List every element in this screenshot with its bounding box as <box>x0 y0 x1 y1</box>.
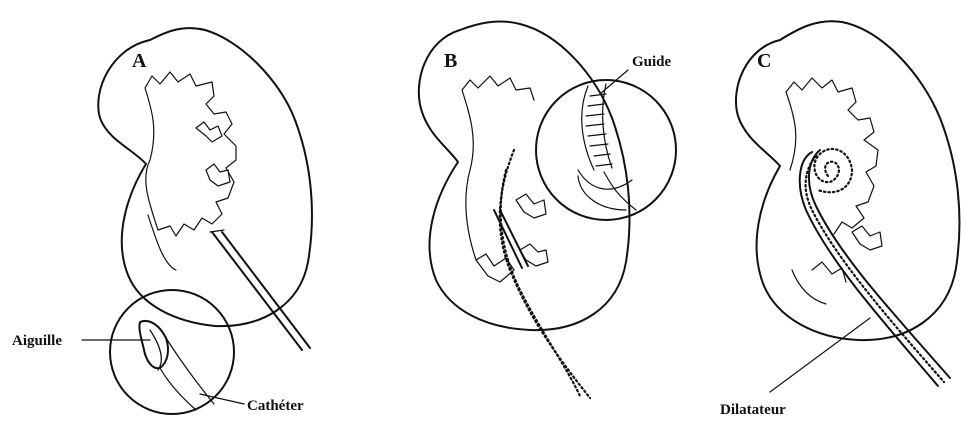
magnifier-a <box>110 290 234 414</box>
guidewire-b-2 <box>501 170 580 396</box>
label-catheter: Cathéter <box>247 398 304 414</box>
guide-coil-zoom <box>582 84 612 170</box>
calyx-a1 <box>196 122 222 142</box>
dilator-c-inner <box>809 150 950 378</box>
kidney-outline-a <box>98 28 312 326</box>
renal-pelvis-b <box>462 76 534 282</box>
leader-dilatateur <box>770 318 870 392</box>
lower-pole-c <box>792 262 846 304</box>
panel-a: A Aiguille Cathéter <box>12 28 312 414</box>
calyx-c1 <box>852 226 882 250</box>
panel-a-letter: A <box>132 50 147 72</box>
needle-bevel-zoom <box>139 321 168 368</box>
label-guide: Guide <box>632 54 672 70</box>
calyx-b2 <box>520 244 548 266</box>
panel-b-letter: B <box>444 50 457 72</box>
catheter-zoom <box>150 330 214 410</box>
magnifier-b <box>536 80 676 220</box>
calyx-b1 <box>516 194 546 218</box>
guidewire-coil-c <box>814 149 852 192</box>
panel-c-letter: C <box>757 50 771 72</box>
renal-pelvis-c <box>786 78 878 234</box>
label-aiguille: Aiguille <box>12 333 62 349</box>
needle-b-inner <box>500 210 528 266</box>
needle-a-outer <box>212 232 302 350</box>
panel-b: B Guide <box>419 22 676 398</box>
label-dilatateur: Dilatateur <box>720 402 786 418</box>
guidewire-b <box>500 150 590 398</box>
panel-c: C Dilatateur <box>720 21 959 418</box>
